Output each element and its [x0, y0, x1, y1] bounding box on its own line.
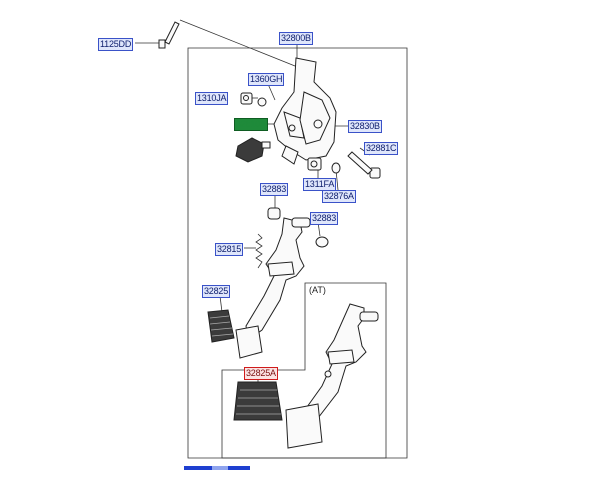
part-label-1125dd[interactable]: 1125DD — [98, 38, 134, 51]
pedal-arm-at-part — [301, 303, 379, 429]
part-label-32883-left[interactable]: 32883 — [260, 183, 289, 196]
bracket-32800b-part — [273, 57, 337, 165]
part-label-32876a[interactable]: 32876A — [322, 190, 356, 203]
nut-1311fa-part — [307, 157, 322, 171]
part-label-1310ja[interactable]: 1310JA — [195, 92, 229, 105]
pedal-pad-32825-part — [207, 309, 235, 343]
pedal-arm-mt-part — [245, 217, 311, 341]
washer-1360gh-part — [257, 97, 267, 107]
part-label-32800b[interactable]: 32800B — [279, 32, 313, 45]
part-label-32881c[interactable]: 32881C — [364, 142, 399, 155]
bolt-32881c-part — [347, 151, 381, 179]
pedal-foot-mt-part — [235, 325, 263, 359]
pedal-foot-at-part — [285, 403, 323, 449]
part-label-32883-right[interactable]: 32883 — [310, 212, 339, 225]
scrollbar-thumb[interactable] — [212, 466, 228, 470]
nut-1310ja-part — [240, 92, 253, 105]
part-label-32810a[interactable]: 32810A — [234, 118, 268, 131]
assembly-frame — [187, 47, 408, 459]
part-label-1311fa[interactable]: 1311FA — [303, 178, 337, 191]
washer-32876a-part — [331, 162, 341, 174]
part-label-32830b[interactable]: 32830B — [348, 120, 382, 133]
spring-32815-part — [255, 233, 263, 269]
part-label-32825[interactable]: 32825 — [202, 285, 231, 298]
at-frame — [221, 282, 387, 459]
part-label-32825a[interactable]: 32825A — [244, 367, 278, 380]
switch-32810a-part — [235, 137, 271, 163]
bushing-32883-left-part — [267, 207, 281, 220]
bolt-1125dd-part — [158, 21, 180, 49]
part-label-1360gh[interactable]: 1360GH — [248, 73, 285, 86]
bushing-32883-right-part — [315, 236, 329, 248]
part-label-32815[interactable]: 32815 — [215, 243, 244, 256]
pedal-pad-32825a-part — [233, 381, 283, 421]
at-variant-label: (AT) — [309, 285, 326, 295]
